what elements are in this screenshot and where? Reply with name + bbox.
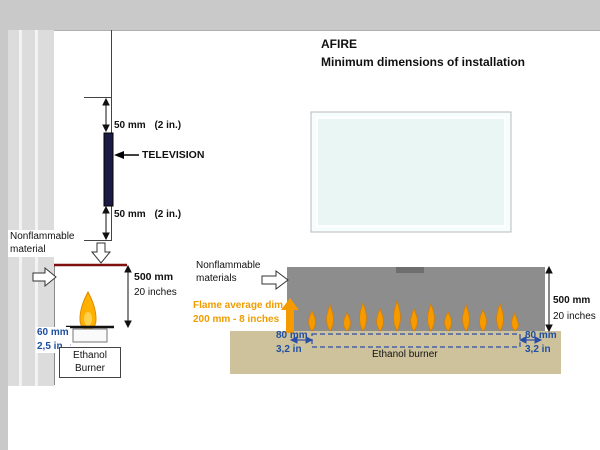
right-margin-arrow xyxy=(518,336,543,344)
top-gap-value: 50 mm xyxy=(114,120,146,131)
flame-icon xyxy=(79,290,97,330)
top-gap-dimension-arrow xyxy=(102,97,110,133)
window-chrome-top xyxy=(0,0,600,31)
flame-row xyxy=(308,299,519,332)
left-height-dimension-arrow xyxy=(124,264,132,329)
nonflammable-materials-line1: Nonflammable xyxy=(196,260,261,271)
flame-height-up-arrow xyxy=(281,298,299,333)
diagram-title: AFIRE Minimum dimensions of installation xyxy=(321,37,525,70)
left-margin-arrow xyxy=(289,336,314,344)
down-outline-arrow xyxy=(90,242,112,264)
right-margin-label: 80 mm 3,2 in xyxy=(525,330,557,356)
right-burner-label: Ethanol burner xyxy=(372,349,438,360)
right-margin-unit: 3,2 in xyxy=(525,343,551,355)
right-height-dimension-arrow xyxy=(545,265,553,333)
materials-outline-arrow xyxy=(261,270,289,290)
offset-unit: 2,5 in xyxy=(37,340,63,352)
nonflammable-material-line2: material xyxy=(10,243,46,255)
left-height-label: 500 mm 20 inches xyxy=(134,271,177,300)
nonflammable-material-label: Nonflammable material xyxy=(8,230,77,257)
burner-side-view xyxy=(66,325,114,343)
nonflammable-materials-line2: materials xyxy=(196,272,237,284)
left-height-value: 500 mm xyxy=(134,271,174,283)
bottom-gap-value: 50 mm xyxy=(114,209,146,220)
left-burner-line2: Burner xyxy=(74,362,105,374)
top-gap-unit: (2 in.) xyxy=(154,120,182,131)
nonflammable-material-line1: Nonflammable xyxy=(10,231,75,242)
right-height-label: 500 mm 20 inches xyxy=(553,295,596,323)
right-margin-value: 80 mm xyxy=(525,330,557,341)
window-chrome-left xyxy=(0,30,8,450)
flame-average-line2: 200 mm - 8 inches xyxy=(193,313,280,325)
nonflammable-materials-label: Nonflammable materials xyxy=(196,260,260,285)
television-label: TELEVISION xyxy=(142,149,205,161)
bottom-gap-label: 50 mm (2 in.) xyxy=(114,209,181,222)
tv-side-view xyxy=(103,132,114,207)
right-height-unit: 20 inches xyxy=(553,310,596,322)
bottom-gap-dimension-arrow xyxy=(102,205,110,241)
left-burner-line1: Ethanol xyxy=(73,350,107,361)
flame-average-label: Flame average dim 200 mm - 8 inches xyxy=(193,300,283,326)
left-margin-label: 80 mm 3,2 in xyxy=(276,330,308,356)
tv-front-view xyxy=(310,111,512,233)
brand-name: AFIRE xyxy=(321,37,357,51)
right-outline-arrow xyxy=(32,266,57,288)
hearth-base xyxy=(230,331,561,374)
left-margin-value: 80 mm xyxy=(276,330,308,341)
left-burner-label: Ethanol Burner xyxy=(59,347,121,378)
left-height-unit: 20 inches xyxy=(134,287,177,299)
diagram-subtitle: Minimum dimensions of installation xyxy=(321,55,526,69)
offset-value: 60 mm xyxy=(37,327,69,338)
flame-average-line1: Flame average dim xyxy=(193,300,284,311)
right-height-value: 500 mm xyxy=(553,295,591,306)
top-gap-label: 50 mm (2 in.) xyxy=(114,120,181,133)
bottom-gap-unit: (2 in.) xyxy=(154,209,182,220)
tv-pointer-arrow xyxy=(114,151,139,159)
left-margin-unit: 3,2 in xyxy=(276,343,302,355)
tv-mount-lines xyxy=(84,30,112,241)
left-wall-section xyxy=(8,30,55,386)
